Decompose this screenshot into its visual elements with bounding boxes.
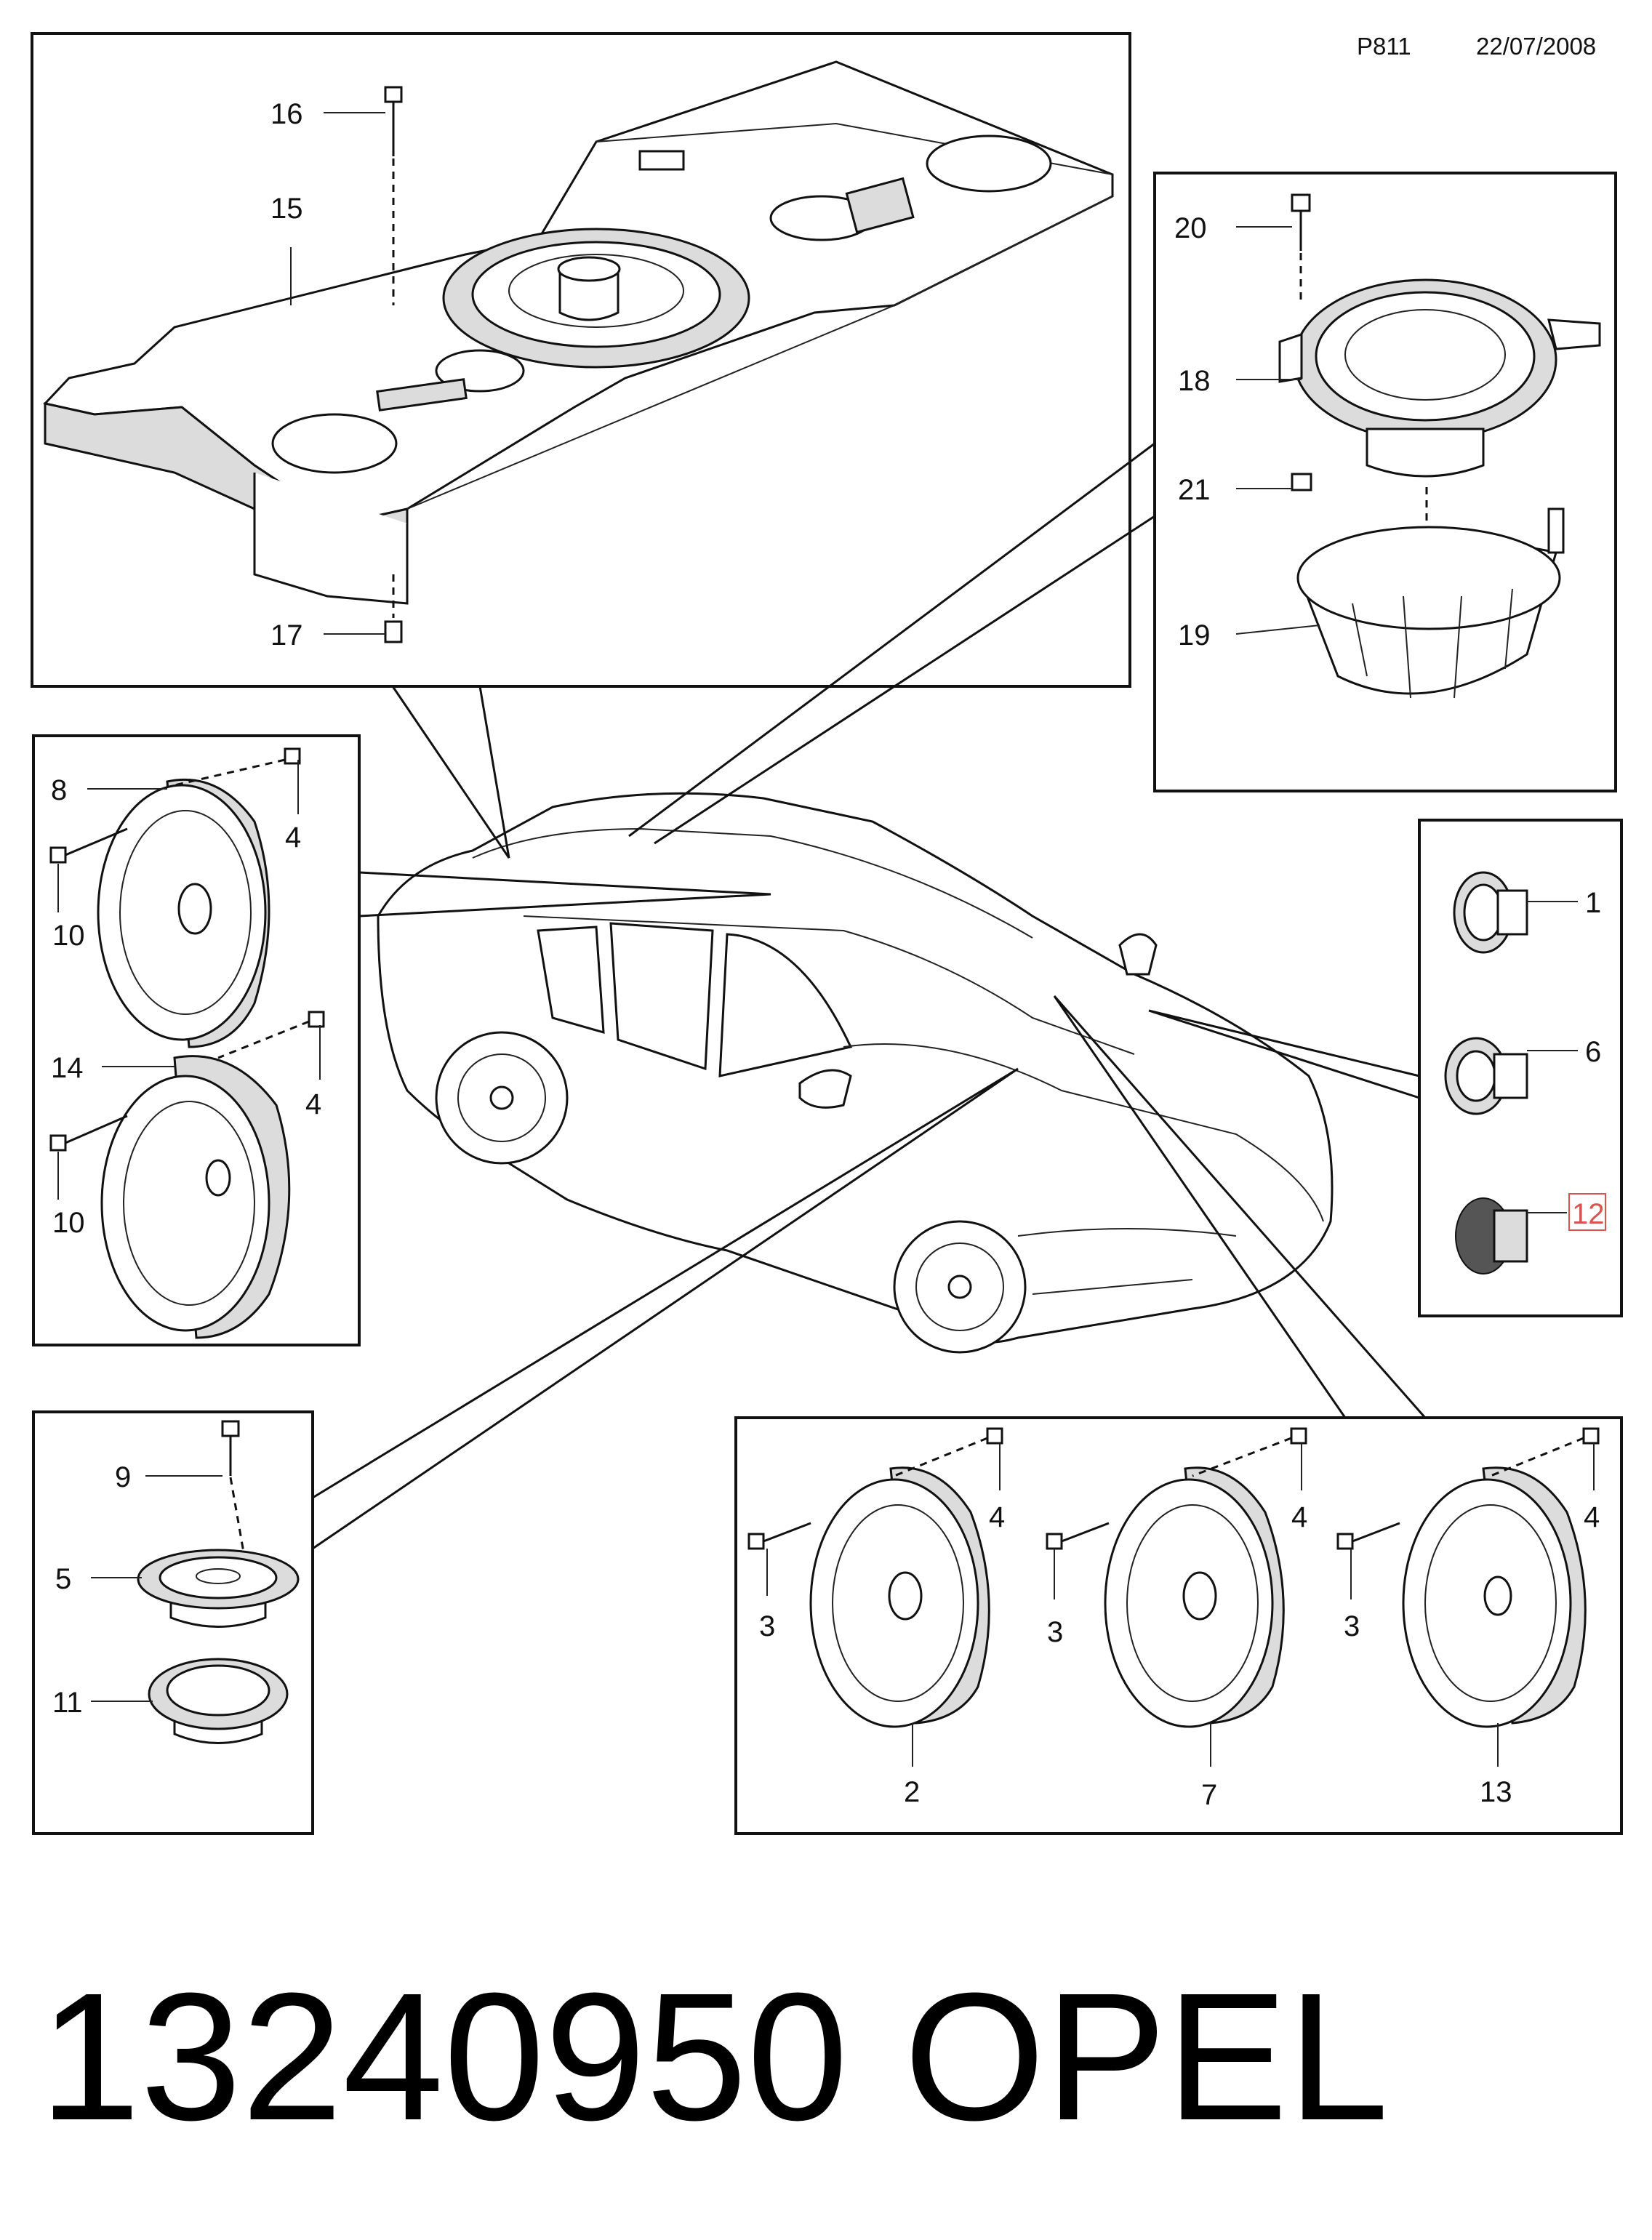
rear-shelf-frame [1153,172,1617,792]
document-date: 22/07/2008 [1476,33,1596,60]
tweeter-frame [1418,819,1623,1317]
callout-4b: 4 [305,1088,321,1120]
screw-20-icon [1291,193,1311,251]
dash-speaker-panel: 9 5 11 [32,1410,314,1835]
callout-4d: 4 [1291,1501,1307,1533]
callout-17: 17 [270,619,303,651]
callout-10b: 10 [52,1207,85,1239]
clip-4b-icon [308,1011,325,1028]
callout-13: 13 [1480,1776,1512,1808]
screw-3b-icon [1046,1522,1110,1550]
rear-door-speaker-panel: 4 4 4 3 3 3 2 7 13 [734,1416,1623,1835]
callout-4e: 4 [1584,1501,1600,1533]
callout-3c: 3 [1344,1610,1360,1642]
port-4 [926,135,1052,193]
callout-14: 14 [51,1052,84,1084]
callout-3b: 3 [1047,1616,1063,1648]
callout-11: 11 [52,1687,83,1719]
callout-10a: 10 [52,920,85,952]
screw-3a-icon [747,1522,811,1550]
callout-4a: 4 [285,822,301,854]
callout-3a: 3 [759,1610,775,1642]
clip-17-icon [384,620,403,643]
car-window-mid [609,922,714,1071]
screw-10b-icon [49,1115,128,1152]
screw-9-icon [221,1420,240,1476]
callout-8: 8 [51,774,67,806]
clip-4e-icon [1582,1427,1600,1445]
callout-18: 18 [1178,365,1211,397]
clip-4a-icon [284,747,301,765]
clip-4c-icon [986,1427,1003,1445]
callout-19: 19 [1178,619,1211,651]
callout-1: 1 [1585,887,1601,919]
leader-lines [312,442,1427,1550]
callout-12: 12 [1572,1198,1605,1230]
port-1 [271,413,398,474]
callout-2: 2 [904,1776,920,1808]
callout-4c: 4 [989,1501,1005,1533]
callout-9: 9 [115,1461,131,1493]
rear-shelf-speaker-panel: 20 18 21 19 [1153,172,1617,792]
callout-6: 6 [1585,1036,1601,1068]
part-number: 13240950 [39,1955,848,2158]
front-door-speaker-panel: 8 4 10 14 4 10 [32,734,361,1346]
side-mirror [798,1069,852,1109]
car-illustration [377,792,1334,1354]
screw-10a-icon [49,827,128,864]
subwoofer-panel: 16 15 17 [31,32,1131,688]
enclosure-foot [253,473,409,605]
tweeter-1 [1453,871,1528,954]
speaker-18-magnet [1366,427,1485,478]
speaker-7 [1104,1466,1285,1728]
callout-20: 20 [1174,212,1207,244]
speaker-5 [137,1549,300,1628]
speaker-13 [1402,1466,1587,1728]
speaker-11 [148,1658,289,1744]
tweeter-6 [1444,1037,1528,1115]
screw-16-icon [384,86,403,156]
speaker-14 [100,1055,291,1339]
callout-15: 15 [270,193,303,225]
clip-4d-icon [1290,1427,1307,1445]
clip-21-icon [1291,473,1312,491]
speaker-2 [809,1466,990,1728]
tweeter-12 [1455,1197,1528,1274]
front-door-frame [32,734,361,1346]
callout-5: 5 [55,1563,71,1595]
brand-name: OPEL [904,1955,1389,2158]
dash-speaker-frame [32,1410,314,1835]
callout-16: 16 [270,98,303,130]
callout-21: 21 [1178,474,1211,506]
car-window-rear [537,926,605,1035]
tweeter-panel: 1 6 12 [1418,819,1623,1317]
rear-door-frame [734,1416,1623,1835]
speaker-8 [97,778,270,1048]
screw-3c-icon [1336,1522,1400,1550]
page-code: P811 [1357,33,1411,60]
callout-7: 7 [1201,1779,1217,1811]
highlight-box-12 [1568,1193,1606,1231]
car-window-front [718,933,853,1077]
subwoofer-frame [31,32,1131,688]
subwoofer-magnet [558,268,620,321]
